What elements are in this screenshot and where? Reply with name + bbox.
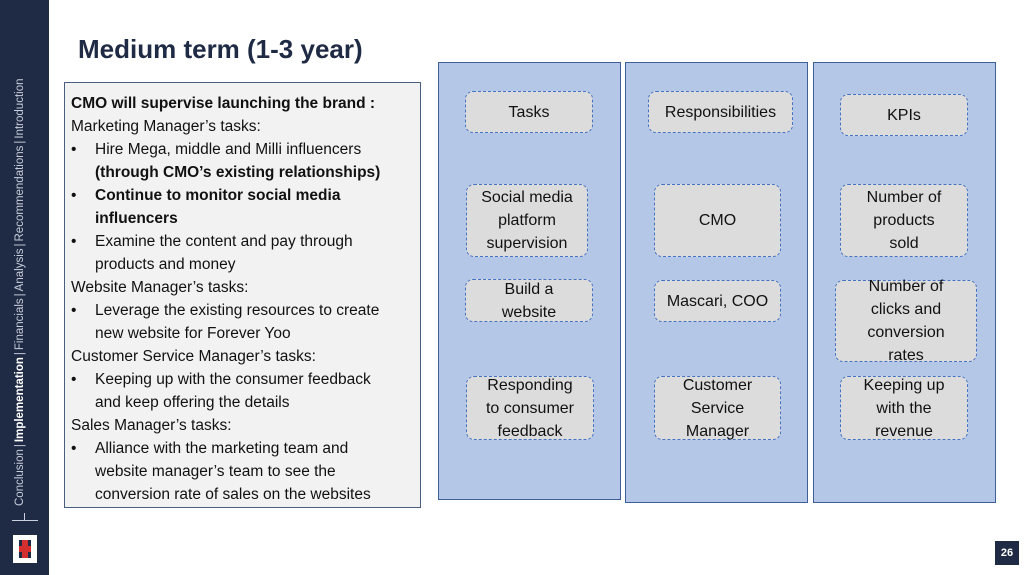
bullet-item: • Leverage the existing resources to crea… — [71, 299, 414, 322]
task-item: Responding to consumer feedback — [466, 376, 594, 440]
bullet-text: influencers — [95, 210, 178, 227]
nav-recommendations[interactable]: Recommendations — [14, 145, 26, 242]
bullet-dot-icon — [71, 207, 95, 230]
responsibility-item: Customer Service Manager — [654, 376, 781, 440]
nav-financials[interactable]: Financials — [14, 298, 26, 351]
kpi-item: Number of clicks and conversion rates — [835, 278, 977, 364]
bullet-item: • Continue to monitor social media — [71, 184, 414, 207]
kpi-item: Number of products sold — [840, 184, 968, 257]
bullet-dot-icon: • — [71, 187, 77, 204]
bullet-item: • Alliance with the marketing team and — [71, 437, 414, 460]
bullet-dot-icon — [71, 253, 95, 276]
bullet-continuation: influencers — [71, 207, 414, 230]
bullet-text: Keeping up with the consumer feedback — [95, 371, 371, 388]
kpi-item: Keeping up with the revenue — [840, 376, 968, 440]
responsibility-item: CMO — [654, 184, 781, 257]
bullet-dot-icon — [71, 460, 95, 483]
nav-conclusion[interactable]: Conclusion — [14, 449, 26, 506]
bullet-continuation: products and money — [71, 253, 414, 276]
bullet-item: • Hire Mega, middle and Milli influencers — [71, 138, 414, 161]
bullet-text: Continue to monitor social media — [95, 187, 341, 204]
bullet-dot-icon — [71, 483, 95, 506]
tasks-description-box: CMO will supervise launching the brand :… — [64, 82, 421, 508]
bullet-text: Examine the content and pay through — [95, 233, 353, 250]
bullet-text: Hire Mega, middle and Milli influencers — [95, 141, 362, 158]
bullet-text: products and money — [95, 256, 236, 273]
nav-analysis[interactable]: Analysis — [14, 248, 26, 292]
nav-separator: | — [14, 140, 26, 144]
bullet-text: Alliance with the marketing team and — [95, 440, 349, 457]
section-nav: Conclusion|Implementation|Financials|Ana… — [14, 79, 26, 507]
sidebar-divider — [24, 513, 25, 521]
bullet-continuation: website manager’s team to see the — [71, 460, 414, 483]
bullet-text: new website for Forever Yoo — [95, 325, 291, 342]
bullet-continuation: new website for Forever Yoo — [71, 322, 414, 345]
bullet-dot-icon: • — [71, 440, 77, 457]
bullet-dot-icon — [71, 322, 95, 345]
nav-separator: | — [14, 293, 26, 297]
bullet-continuation: (through CMO’s existing relationships) — [71, 161, 414, 184]
nav-implementation[interactable]: Implementation — [14, 357, 26, 443]
tasks-header: Tasks — [465, 91, 593, 133]
bullet-continuation: and keep offering the details — [71, 391, 414, 414]
responsibility-item: Mascari, COO — [654, 280, 781, 322]
sidebar-rule — [12, 520, 38, 521]
bullet-dot-icon: • — [71, 141, 77, 158]
bullet-text: Leverage the existing resources to creat… — [95, 302, 380, 319]
text-line: CMO will supervise launching the brand : — [71, 95, 376, 112]
bullet-item: • Keeping up with the consumer feedback — [71, 368, 414, 391]
nav-separator: | — [14, 444, 26, 448]
page-title: Medium term (1-3 year) — [78, 34, 363, 64]
nav-introduction[interactable]: Introduction — [14, 78, 26, 139]
kpis-header: KPIs — [840, 94, 968, 136]
text-line: Sales Manager’s tasks: — [71, 417, 232, 434]
text-line: Website Manager’s tasks: — [71, 279, 249, 296]
page-number: 26 — [995, 541, 1019, 565]
task-item: Build a website — [465, 279, 593, 322]
brand-logo-icon — [13, 535, 37, 563]
bullet-dot-icon: • — [71, 233, 77, 250]
bullet-item: • Examine the content and pay through — [71, 230, 414, 253]
text-line: Marketing Manager’s tasks: — [71, 118, 261, 135]
nav-separator: | — [14, 352, 26, 356]
bullet-text: and keep offering the details — [95, 394, 290, 411]
responsibilities-header: Responsibilities — [648, 91, 793, 133]
bullet-dot-icon — [71, 161, 95, 184]
text-line: Customer Service Manager’s tasks: — [71, 348, 316, 365]
bullet-dot-icon: • — [71, 302, 77, 319]
bullet-dot-icon — [71, 391, 95, 414]
bullet-text: website manager’s team to see the — [95, 463, 336, 480]
bullet-dot-icon: • — [71, 371, 77, 388]
bullet-text: (through CMO’s existing relationships) — [95, 164, 381, 181]
bullet-continuation: conversion rate of sales on the websites — [71, 483, 414, 506]
bullet-text: conversion rate of sales on the websites — [95, 486, 371, 503]
nav-separator: | — [14, 243, 26, 247]
sidebar: Conclusion|Implementation|Financials|Ana… — [0, 0, 49, 575]
task-item: Social media platform supervision — [466, 184, 588, 257]
